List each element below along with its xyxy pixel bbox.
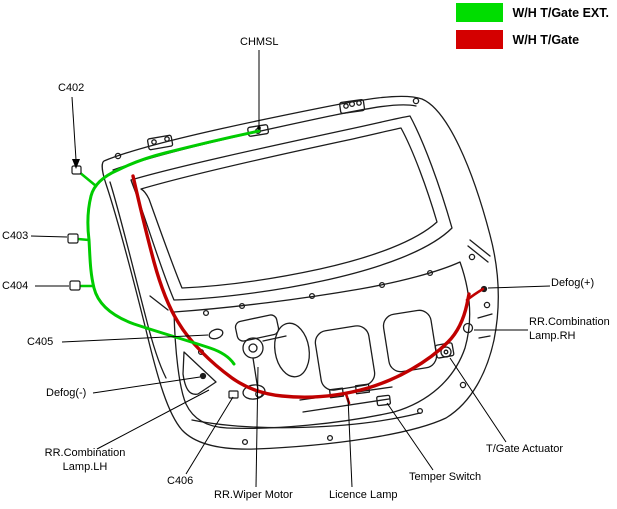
legend-swatch-red [456, 30, 504, 49]
grommet-c405 [208, 328, 224, 340]
panel-cutout-oval [274, 322, 310, 378]
callout-c406: C406 [167, 475, 194, 487]
panel-cutout-center [314, 325, 376, 391]
leader-lines [30, 50, 551, 488]
leader-c406 [185, 396, 234, 475]
leader-c405 [61, 334, 209, 343]
hinge-left [146, 134, 174, 151]
connector-c404 [69, 280, 81, 291]
callout-temper-switch: Temper Switch [409, 471, 482, 483]
leader-tgate-actuator [449, 357, 507, 443]
strut-right [467, 239, 491, 263]
leader-defog-plus [487, 285, 551, 289]
callout-rr-combination-lamp-rh: RR.Combination Lamp.RH [529, 315, 610, 344]
defog-minus-terminal [199, 372, 207, 380]
callout-licence-lamp: Licence Lamp [329, 489, 398, 501]
window-outer [130, 115, 453, 301]
leader-c402 [71, 96, 77, 161]
legend-item-tgate-ext: W/H T/Gate EXT. [456, 3, 609, 22]
wire-green-branch-c403 [76, 237, 91, 242]
callout-rr-combination-lamp-lh: RR.Combination Lamp.LH [28, 446, 142, 475]
callout-rr-lh-line1: RR.Combination [44, 447, 126, 459]
callout-rr-rh-line1: RR.Combination [529, 316, 610, 328]
leader-defog-minus [92, 376, 201, 394]
connectors [67, 165, 239, 399]
legend-label-tgate: W/H T/Gate [512, 32, 580, 47]
panel-cutout-right [382, 309, 438, 373]
callout-defog-plus: Defog(+) [551, 277, 595, 289]
legend-item-tgate: W/H T/Gate [456, 30, 609, 49]
callout-chmsl: CHMSL [240, 36, 279, 48]
legend-label-tgate-ext: W/H T/Gate EXT. [512, 5, 609, 20]
window-inner [140, 127, 438, 289]
inner-panel-outline [173, 261, 471, 430]
clamp-c406 [228, 390, 239, 399]
legend-swatch-green [456, 3, 504, 22]
temper-switch-part [376, 394, 392, 407]
legend-swatch-red-rect [456, 30, 504, 49]
licence-plate-recess [299, 386, 393, 413]
callout-c405: C405 [27, 336, 54, 348]
combination-lamp-rh [462, 313, 493, 339]
leader-rr-combination-lh [96, 389, 210, 450]
tailgate-outer-outline [101, 95, 500, 450]
strut-left [149, 295, 169, 311]
wire-green-branch-c402 [77, 170, 98, 188]
lamp-pocket-lh [182, 351, 217, 395]
callout-tgate-actuator: T/Gate Actuator [486, 443, 564, 455]
dot-chmsl [257, 126, 261, 130]
callout-c403: C403 [2, 230, 29, 242]
callout-rr-wiper-motor: RR.Wiper Motor [214, 489, 293, 501]
callout-c404: C404 [2, 280, 29, 292]
connector-c403 [67, 233, 79, 244]
leader-licence-lamp [347, 397, 353, 488]
callout-rr-lh-line2: Lamp.LH [62, 461, 108, 474]
leader-temper-switch [386, 402, 434, 471]
leader-c403 [30, 235, 68, 238]
arrow-c402 [72, 159, 80, 169]
tailgate-flange-left [109, 181, 167, 379]
callout-defog-minus: Defog(-) [46, 387, 87, 399]
callout-c402: C402 [58, 82, 85, 94]
legend-swatch-green-rect [456, 3, 504, 22]
panel-cutout-small-oval [242, 384, 266, 400]
wiring [76, 129, 485, 405]
leader-markers [72, 126, 261, 169]
wire-red-branch-defog-plus [465, 287, 485, 302]
legend: W/H T/Gate EXT. W/H T/Gate [456, 3, 609, 49]
callout-rr-rh-line2: Lamp.RH [529, 330, 576, 343]
leader-rr-wiper-motor [255, 366, 259, 488]
